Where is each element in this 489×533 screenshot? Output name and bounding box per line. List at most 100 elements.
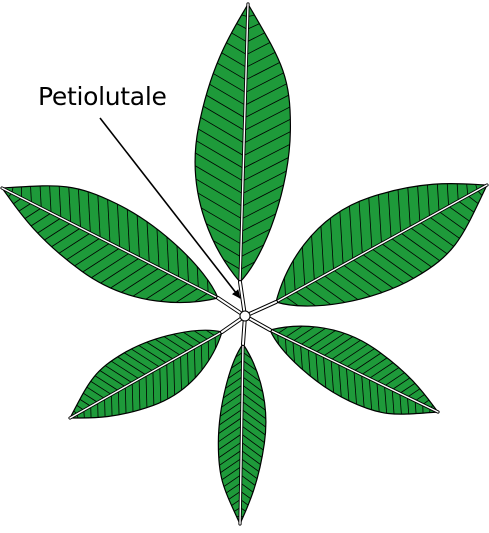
midrib	[275, 184, 488, 303]
lateral-vein	[195, 151, 244, 182]
lateral-vein	[146, 214, 150, 264]
lateral-vein	[242, 166, 291, 194]
lateral-vein	[345, 367, 350, 405]
lateral-vein	[38, 185, 42, 209]
lateral-vein	[145, 374, 148, 413]
leaflet-veins	[70, 330, 217, 418]
lateral-vein	[242, 384, 266, 404]
lateral-vein	[106, 194, 111, 244]
petiolule-label: Petiolutale	[38, 82, 167, 111]
lateral-vein	[454, 183, 459, 201]
lateral-vein	[244, 103, 291, 131]
midrib	[69, 331, 223, 419]
lateral-vein	[83, 410, 87, 418]
lateral-vein	[391, 389, 396, 415]
midrib	[1, 187, 219, 299]
lateral-vein	[76, 413, 87, 418]
lateral-vein	[166, 363, 169, 401]
lateral-vein	[90, 406, 93, 418]
lateral-vein	[399, 393, 404, 415]
lateral-vein	[467, 195, 487, 230]
lateral-vein	[70, 388, 85, 411]
lateral-vein	[277, 326, 309, 335]
lateral-vein	[292, 326, 324, 342]
lateral-vein	[314, 280, 361, 307]
lateral-vein	[218, 433, 242, 452]
lateral-vein	[218, 409, 243, 428]
leaflet-lower-left	[68, 314, 247, 420]
lateral-vein	[247, 5, 291, 18]
lateral-vein	[241, 433, 266, 453]
lateral-vein	[381, 243, 428, 277]
leaflet-bottom	[217, 314, 267, 526]
lateral-vein	[100, 362, 133, 384]
midrib	[269, 329, 439, 413]
lateral-vein	[116, 199, 121, 249]
lateral-vein	[20, 185, 23, 199]
lateral-vein	[195, 126, 244, 156]
lateral-vein	[87, 185, 91, 234]
lateral-vein	[285, 296, 332, 307]
lateral-vein	[98, 257, 140, 285]
midrib	[239, 3, 249, 283]
lateral-vein	[338, 342, 370, 364]
lateral-vein	[195, 138, 244, 169]
lateral-vein	[117, 390, 120, 418]
lateral-vein	[167, 292, 209, 303]
lateral-vein	[197, 4, 248, 18]
lateral-vein	[368, 192, 373, 249]
lateral-vein	[304, 285, 351, 307]
petiolule	[239, 281, 246, 317]
lateral-vein	[330, 339, 363, 361]
lateral-vein	[69, 242, 111, 270]
lateral-vein	[371, 248, 418, 282]
lateral-vein	[128, 272, 170, 300]
lateral-vein	[407, 397, 411, 415]
lateral-vein	[462, 183, 478, 191]
lateral-vein	[342, 264, 390, 298]
lateral-vein	[241, 392, 266, 412]
lateral-vein	[240, 515, 266, 524]
lateral-vein	[241, 417, 266, 437]
lateral-vein	[339, 208, 344, 265]
lateral-vein	[195, 113, 245, 144]
lateral-vein	[362, 253, 409, 288]
lateral-vein	[218, 441, 242, 461]
lateral-vein	[97, 189, 101, 239]
lateral-vein	[368, 378, 373, 415]
lateral-vein	[173, 359, 176, 397]
lateral-vein	[307, 327, 340, 349]
lateral-vein	[157, 287, 199, 303]
lateral-vein	[338, 363, 342, 401]
lateral-vein	[118, 267, 160, 295]
lateral-vein	[416, 183, 421, 223]
lateral-vein	[414, 400, 419, 415]
lateral-vein	[128, 346, 161, 368]
lateral-vein	[241, 409, 266, 429]
lateral-vein	[444, 183, 450, 207]
lateral-vein	[57, 185, 62, 219]
lateral-vein	[241, 425, 266, 445]
lateral-vein	[121, 350, 154, 372]
lateral-vein	[195, 189, 243, 220]
lateral-vein	[111, 394, 113, 418]
lateral-vein	[88, 252, 130, 280]
lateral-vein	[114, 354, 147, 376]
lateral-vein	[159, 367, 162, 405]
lateral-vein	[107, 358, 140, 380]
lateral-vein	[358, 198, 363, 255]
lateral-vein	[384, 385, 388, 415]
lateral-vein	[176, 330, 209, 341]
lateral-vein	[315, 331, 347, 353]
lateral-vein	[48, 185, 52, 214]
lateral-vein	[377, 187, 382, 244]
lateral-vein	[400, 232, 447, 266]
lateral-vein	[147, 282, 189, 303]
midrib	[239, 343, 244, 525]
lateral-vein	[197, 4, 248, 30]
lateral-vein	[346, 346, 378, 368]
lateral-vein	[67, 185, 72, 224]
lateral-vein	[329, 214, 334, 271]
lateral-vein	[108, 262, 150, 290]
